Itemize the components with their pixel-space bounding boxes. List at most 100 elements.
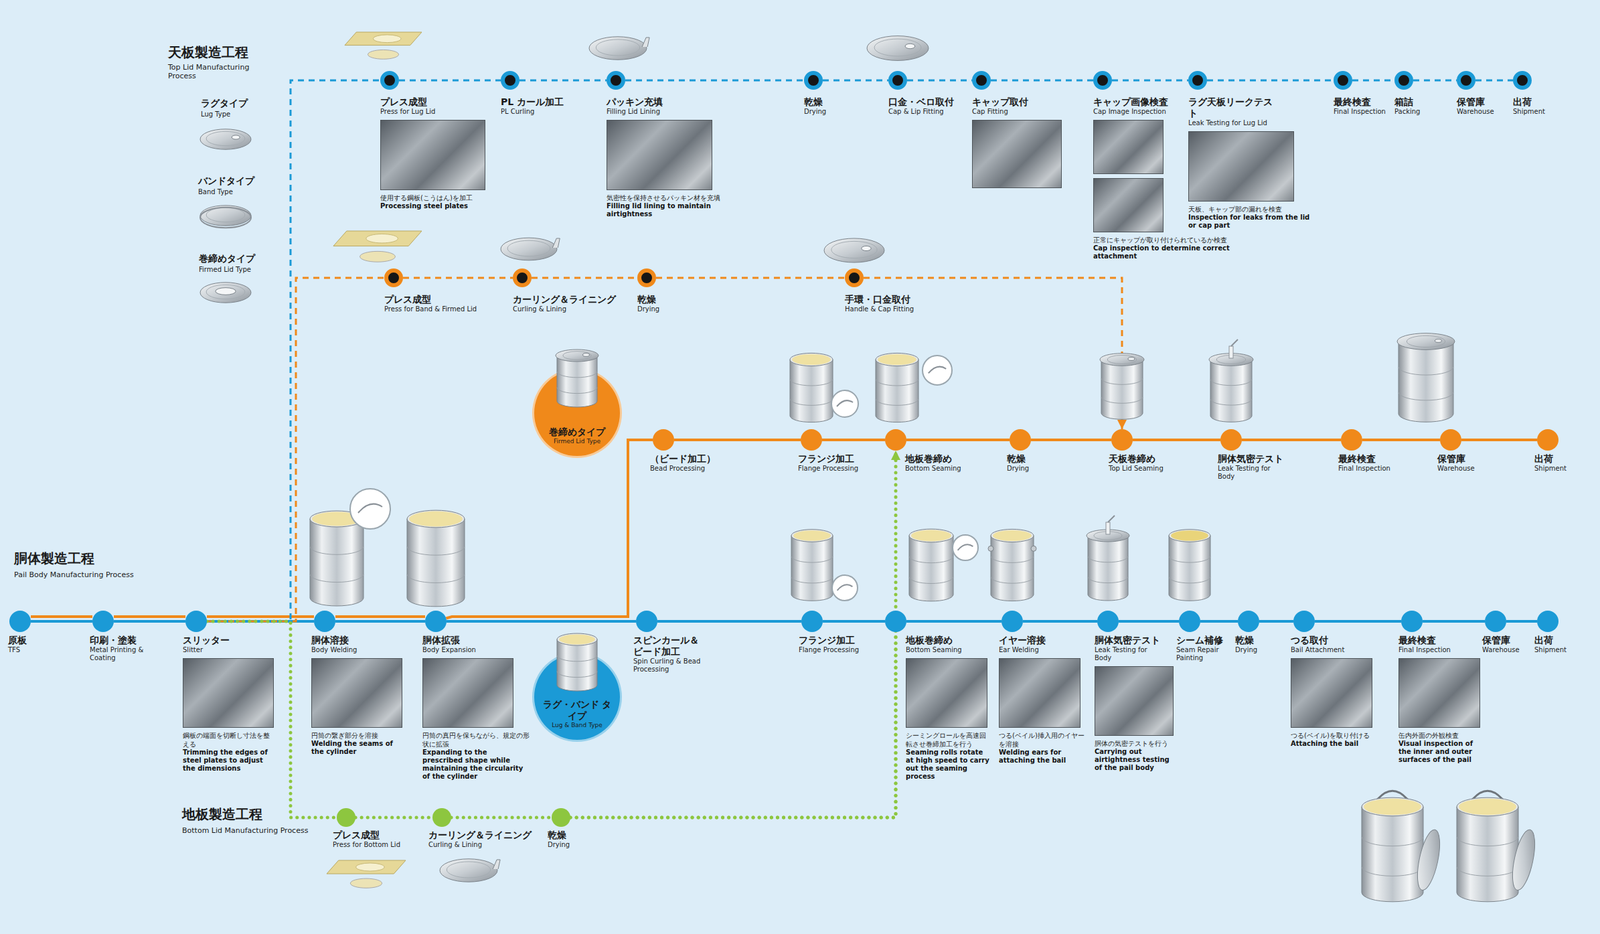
step-name-ja: プレス成型 [380, 96, 468, 108]
steel-plate-illustration [344, 32, 422, 59]
step-caption: 乾燥Drying [804, 96, 827, 116]
step-name-en: Handle & Cap Fitting [844, 305, 914, 314]
section-title: 胴体製造工程 [14, 550, 95, 567]
step-caption: 胴体気密テストLeak Testing for Body [1217, 453, 1289, 481]
pail-illustration [534, 637, 620, 699]
pail-illustration [791, 529, 858, 602]
process-step-circle: 乾燥Drying [551, 808, 571, 827]
step-note-en: Expanding to the prescribed shape while … [422, 748, 530, 781]
step-name-ja: フランジ加工 [797, 453, 859, 465]
step-note-en: Attaching the bail [1290, 739, 1375, 748]
step-caption: フランジ加工Flange Processing [798, 634, 859, 655]
process-step-circle: パッキン充填Filling Lid Lining気密性を保持させるパッキン材を充… [606, 70, 626, 90]
step-name-ja: イヤー溶接 [998, 634, 1085, 647]
step-note-en: Trimming the edges of steel plates to ad… [182, 748, 276, 773]
step-name-en: Curling & Lining [428, 840, 532, 849]
step-name-ja: 乾燥 [1235, 634, 1258, 647]
step-caption: 最終検査Final Inspection [1338, 453, 1391, 473]
step-name-en: Warehouse [1482, 646, 1520, 655]
lid-illustration [589, 36, 650, 60]
step-note-en: Carrying out airtightness testing of the… [1094, 747, 1174, 772]
flow-line [1314, 619, 1402, 623]
flow-line [570, 450, 896, 818]
step-note-ja: つる(ベイル)を取り付ける [1290, 731, 1375, 740]
step-caption: 乾燥Drying [1235, 634, 1258, 655]
process-step-circle: 胴体気密テストLeak Testing for Body [1220, 429, 1242, 451]
process-step-circle: シーム補修Seam Repair Painting [1178, 610, 1201, 632]
type-name-en: Lug & Band Type [551, 721, 603, 730]
flow-line [1461, 438, 1538, 442]
process-step-circle: 地板巻締めBottom Seamingシーミングロールを高速回転させ巻締加工を行… [885, 610, 907, 632]
shared-route-line [113, 615, 186, 618]
flow-line [570, 631, 896, 818]
step-note-ja: 円筒の真円を保ちながら、規定の形状に拡張 [422, 731, 530, 749]
step-caption: 乾燥Drying [637, 293, 660, 314]
lid-illustration [200, 205, 252, 228]
lid-illustration [500, 237, 560, 261]
step-name-en: Body Expansion [422, 646, 510, 655]
step-note-ja: 気密性を保持させるパッキン材を充填 [606, 193, 726, 203]
step-caption: 保管庫Warehouse [1482, 634, 1520, 655]
step-name-ja: PL カール加工 [500, 96, 564, 108]
type-name-ja: ラグ・バンド タイプ [539, 698, 615, 722]
step-name-ja: 胴体溶接 [311, 634, 399, 647]
step-caption: PL カール加工PL Curling [500, 96, 564, 116]
step-name-ja: 出荷 [1512, 96, 1546, 108]
step-name-ja: 乾燥 [804, 96, 827, 108]
photo-placeholder [972, 119, 1062, 189]
step-name-en: Cap & Lip Fitting [888, 107, 954, 116]
step-name-en: Flange Processing [797, 464, 859, 473]
step-caption: 出荷Shipment [1512, 96, 1546, 116]
flow-line [674, 438, 801, 442]
step-name-en: Ear Welding [998, 646, 1085, 655]
pail-illustration [1086, 515, 1130, 601]
step-caption: パッキン充填Filling Lid Lining気密性を保持させるパッキン材を充… [606, 96, 726, 219]
step-name-ja: 胴体拡張 [422, 634, 510, 647]
flow-line [1022, 619, 1098, 623]
step-name-en: Drying [804, 107, 827, 116]
step-caption: 箱詰Packing [1394, 96, 1420, 116]
step-note-ja: 胴体の気密テストを行う [1094, 739, 1174, 748]
step-name-ja: 原板 [8, 634, 27, 647]
step-name-en: Cap Fitting [972, 107, 1060, 116]
process-step-circle: 天板巻締めTop Lid Seaming [1111, 429, 1133, 451]
step-caption: 胴体気密テストLeak Testing for Body胴体の気密テストを行うC… [1094, 634, 1174, 772]
step-name-ja: 地板巻締め [905, 634, 992, 647]
process-step-circle: つる取付Bail Attachmentつる(ベイル)を取り付けるAttachin… [1293, 610, 1315, 632]
step-name-ja: 最終検査 [1338, 453, 1391, 465]
process-step-circle: キャップ取付Cap Fitting [972, 70, 991, 90]
process-step-circle: 最終検査Final Inspection [1333, 70, 1353, 90]
pail-illustration [1361, 790, 1445, 902]
photo-placeholder [380, 119, 486, 191]
type-name-ja: 巻締めタイプ [548, 426, 606, 438]
step-caption: 地板巻締めBottom Seaming [905, 453, 962, 473]
step-caption: つる取付Bail Attachmentつる(ベイル)を取り付けるAttachin… [1290, 634, 1375, 748]
step-name-ja: キャップ画像検査 [1093, 96, 1181, 108]
step-caption: カーリング＆ライニングCurling & Lining [428, 829, 532, 849]
photo-placeholder [1398, 658, 1481, 728]
process-step-circle: 乾燥Drying [1237, 610, 1260, 632]
step-name-en: Seam Repair Painting [1176, 646, 1232, 663]
step-name-en: Spin Curling & Bead Processing [633, 657, 709, 674]
process-step-circle: （ビード加工）Bead Processing [652, 429, 675, 451]
step-name-ja: カーリング＆ライニング [512, 293, 616, 306]
step-name-en: Warehouse [1437, 464, 1475, 473]
pail-illustration [556, 633, 598, 691]
step-name-ja: （ビード加工） [650, 453, 716, 465]
step-note-en: Processing steel plates [380, 202, 491, 211]
process-step-circle: 地板巻締めBottom Seaming [885, 429, 907, 451]
step-name-en: Packing [1394, 107, 1420, 116]
step-caption: 胴体拡張Body Expansion 円筒の真円を保ちながら、規定の形状に拡張Ex… [422, 634, 530, 781]
flow-line [1475, 79, 1513, 82]
lid-illustration [824, 238, 885, 263]
flow-line [1413, 79, 1457, 82]
process-step-circle: 出荷Shipment [1537, 610, 1559, 632]
photo-placeholder [1188, 131, 1295, 202]
step-note-ja: 円筒の繋ぎ部分を溶接 [311, 731, 406, 740]
step-note-en: Filling lid lining to maintain airtightn… [606, 202, 726, 219]
step-name-ja: 最終検査 [1333, 96, 1386, 108]
process-step-circle: フランジ加工Flange Processing [801, 610, 823, 632]
step-name-ja: プレス成型 [384, 293, 477, 306]
flow-line [1207, 79, 1334, 82]
